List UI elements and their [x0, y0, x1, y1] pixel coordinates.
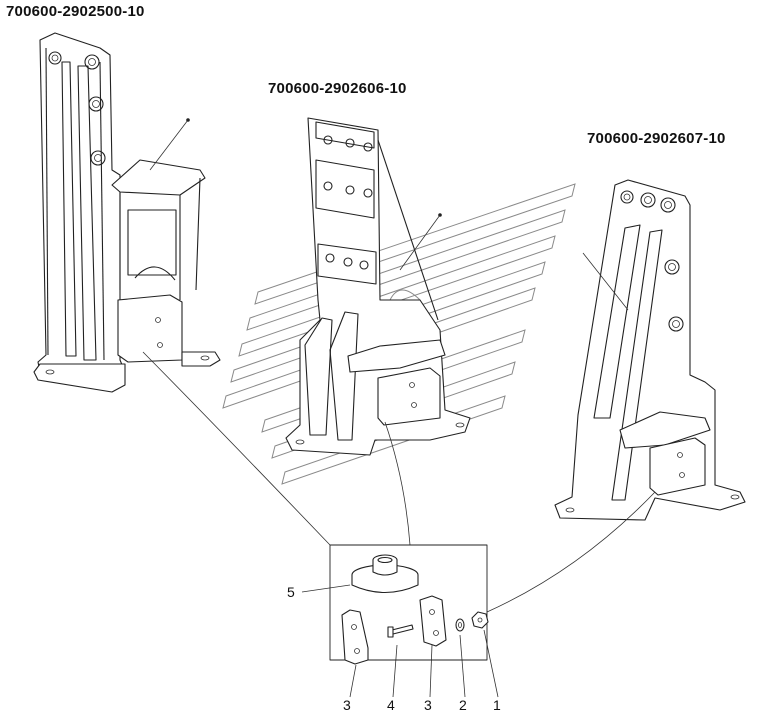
- part-1-nut: [471, 611, 489, 629]
- callout-2: 2: [459, 697, 467, 713]
- part-number-b: 700600-2902606-10: [268, 80, 407, 97]
- part-number-a: 700600-2902500-10: [6, 3, 145, 20]
- part-5-bushing: [351, 554, 419, 593]
- callout-3-left: 3: [343, 697, 351, 713]
- part-4-bolt: [387, 624, 414, 638]
- callout-3-right: 3: [424, 697, 432, 713]
- part-number-c: 700600-2902607-10: [587, 130, 726, 147]
- part-3-plate-left: [341, 609, 369, 665]
- detail-box: [329, 544, 489, 665]
- bracket-part-a: [33, 32, 221, 393]
- callout-4: 4: [387, 697, 395, 713]
- callout-1: 1: [493, 697, 501, 713]
- leader-lines: [142, 118, 656, 698]
- callout-5: 5: [287, 584, 295, 600]
- part-3-plate-right: [419, 595, 447, 647]
- callout-numbers: 5 3 4 3 2 1: [287, 584, 501, 713]
- bracket-part-c: [554, 179, 746, 521]
- bracket-part-b: [285, 117, 471, 456]
- part-2-washer: [455, 618, 465, 632]
